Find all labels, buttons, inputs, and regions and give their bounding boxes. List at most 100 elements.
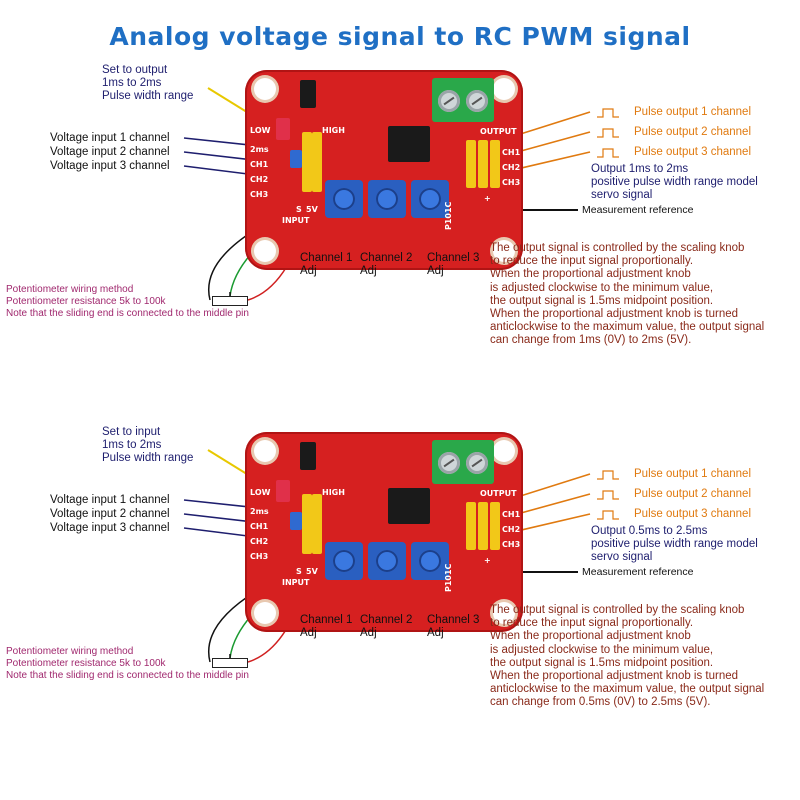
silk-out-ch: CH1 (502, 510, 521, 519)
description-line: the output signal is 1.5ms midpoint posi… (490, 294, 714, 307)
adj-label: Channel 1 Adj (300, 614, 352, 640)
pot-note-line: Potentiometer wiring method (6, 284, 134, 295)
pulse-output-label: Pulse output 3 channel (634, 146, 752, 158)
measurement-reference-label: Measurement reference (582, 204, 694, 216)
output-spec-line: Output 0.5ms to 2.5ms (591, 525, 708, 537)
output-pin-header (490, 502, 500, 550)
silk-out-ch: CH2 (502, 525, 521, 534)
adj-line: Adj (427, 265, 444, 277)
adj-line: Channel 3 (427, 252, 480, 264)
input-pin-header (302, 132, 312, 192)
pot-note-line: Potentiometer resistance 5k to 100k (6, 296, 166, 307)
silk-output: OUTPUT (480, 127, 517, 136)
measurement-reference-label: Measurement reference (582, 566, 694, 578)
output-spec-line: positive pulse width range model (591, 176, 758, 188)
ch1-jumper[interactable] (290, 512, 302, 530)
input-pin-header (312, 132, 322, 192)
mode-line: 1ms to 2ms (102, 77, 162, 89)
output-spec-line: Output 1ms to 2ms (591, 163, 689, 175)
adj-potentiometer[interactable] (325, 180, 363, 218)
mount-hole (493, 602, 515, 624)
silk-in-ch: CH1 (250, 522, 269, 531)
pot-note-line: Potentiometer resistance 5k to 100k (6, 658, 166, 669)
silk-plus: + (484, 194, 491, 203)
pulse-output-label: Pulse output 3 channel (634, 508, 752, 520)
mode-line: 1ms to 2ms (102, 439, 162, 451)
description-line: is adjusted clockwise to the minimum val… (490, 643, 714, 656)
output-pin-header (466, 502, 476, 550)
pot-note-line: Note that the sliding end is connected t… (6, 308, 249, 319)
output-spec: Output 1ms to 2ms positive pulse width r… (591, 163, 758, 202)
terminal-screw (438, 90, 460, 112)
ic-chip (388, 488, 430, 524)
ch1-jumper[interactable] (290, 150, 302, 168)
mount-hole (493, 78, 515, 100)
pulse-output-label: Pulse output 1 channel (634, 106, 752, 118)
mode-jumper[interactable] (276, 480, 290, 502)
mount-hole (493, 240, 515, 262)
adj-line: Channel 2 (360, 614, 413, 626)
input-pin-header (312, 494, 322, 554)
adj-line: Adj (300, 627, 317, 639)
description-line: When the proportional adjustment knob (490, 268, 691, 281)
description-line: is adjusted clockwise to the minimum val… (490, 281, 714, 294)
description-block: The output signal is controlled by the s… (490, 242, 764, 348)
adj-line: Adj (300, 265, 317, 277)
adj-potentiometer[interactable] (368, 542, 406, 580)
description-line: The output signal is controlled by the s… (490, 242, 745, 254)
adj-label: Channel 3 Adj (427, 252, 479, 278)
silk-model: P101C (444, 201, 453, 230)
input-label: Voltage input 1 channel (50, 494, 170, 506)
adj-potentiometer[interactable] (411, 542, 449, 580)
silk-out-ch: CH3 (502, 178, 521, 187)
terminal-screw (466, 90, 488, 112)
adj-potentiometer[interactable] (325, 542, 363, 580)
description-line: to reduce the input signal proportionall… (490, 617, 694, 630)
pot-note-line: Note that the sliding end is connected t… (6, 670, 249, 681)
mode-line: Set to input (102, 426, 161, 438)
page-title: Analog voltage signal to RC PWM signal (109, 22, 691, 51)
mount-hole (254, 78, 276, 100)
mount-hole (254, 440, 276, 462)
description-line: the output signal is 1.5ms midpoint posi… (490, 656, 714, 669)
silk-model: P101C (444, 563, 453, 592)
mode-jumper[interactable] (276, 118, 290, 140)
silk-s: S (296, 205, 302, 214)
ic-chip (388, 126, 430, 162)
silk-in-ch: CH1 (250, 160, 269, 169)
pulse-output-label: Pulse output 2 channel (634, 488, 752, 500)
description-block: The output signal is controlled by the s… (490, 604, 764, 710)
adj-potentiometer[interactable] (368, 180, 406, 218)
regulator-chip (300, 442, 316, 470)
adj-label: Channel 2 Adj (360, 252, 412, 278)
description-line: can change from 0.5ms (0V) to 2.5ms (5V)… (490, 696, 711, 709)
silk-input: INPUT (282, 578, 310, 587)
potentiometer-resistor (212, 658, 248, 668)
silk-out-ch: CH2 (502, 163, 521, 172)
silk-out-ch: CH3 (502, 540, 521, 549)
input-label: Voltage input 3 channel (50, 160, 170, 172)
silk-5v: 5V (306, 205, 318, 214)
adj-line: Adj (360, 627, 377, 639)
silk-in-ch: CH2 (250, 175, 269, 184)
output-spec-line: positive pulse width range model (591, 538, 758, 550)
input-label: Voltage input 3 channel (50, 522, 170, 534)
output-spec: Output 0.5ms to 2.5ms positive pulse wid… (591, 525, 758, 564)
adj-label: Channel 2 Adj (360, 614, 412, 640)
silk-high: HIGH (322, 126, 345, 135)
description-line: can change from 1ms (0V) to 2ms (5V). (490, 334, 692, 347)
adj-label: Channel 3 Adj (427, 614, 479, 640)
adj-line: Adj (427, 627, 444, 639)
pot-notes: Potentiometer wiring method Potentiomete… (6, 646, 249, 682)
adj-potentiometer[interactable] (411, 180, 449, 218)
output-pin-header (478, 502, 488, 550)
diagram-panel-1: LOW HIGH OUTPUT INPUT 5V S + P101C 2ms C… (0, 0, 800, 360)
adj-line: Channel 3 (427, 614, 480, 626)
diagram-panel-2: LOW HIGH OUTPUT INPUT 5V S + P101C 2ms C… (0, 362, 800, 722)
mode-line: Pulse width range (102, 90, 194, 102)
silk-low: LOW (250, 488, 271, 497)
silk-5v: 5V (306, 567, 318, 576)
adj-line: Channel 2 (360, 252, 413, 264)
description-line: The output signal is controlled by the s… (490, 604, 745, 616)
silk-in-ch: CH3 (250, 552, 269, 561)
